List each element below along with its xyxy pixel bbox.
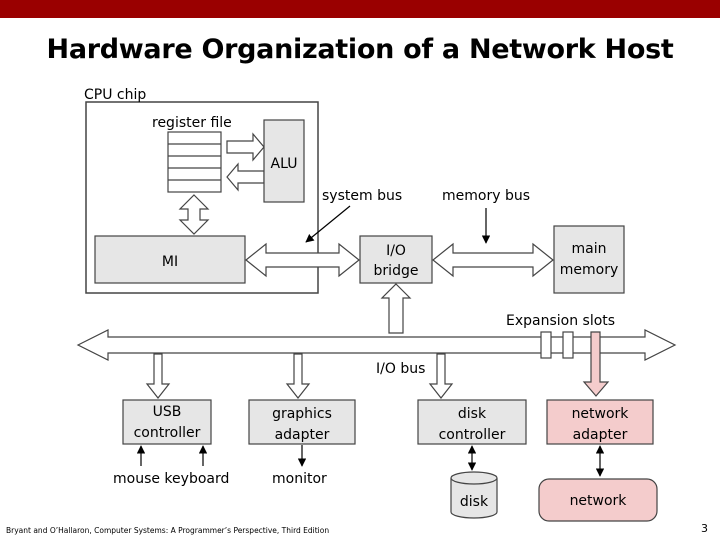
- usb-controller-box: [122, 399, 212, 445]
- network-box: [538, 478, 658, 522]
- bus-to-network-adapter-arrow: [582, 331, 610, 397]
- graphics-adapter-label-line1: graphics: [272, 406, 332, 422]
- graphics-adapter-label-line2: adapter: [275, 427, 330, 443]
- usb-controller-label-line1: USB: [153, 404, 182, 420]
- bus-to-usb-arrow: [145, 353, 171, 399]
- memory-bus-label: memory bus: [442, 188, 530, 204]
- mouse-keyboard-label: mouse keyboard: [113, 471, 229, 487]
- bridge-io-bus-arrow: [380, 283, 412, 334]
- io-bridge-box: [359, 235, 433, 284]
- alu-to-regfile-arrow: [226, 162, 265, 192]
- register-file: [167, 131, 222, 193]
- network-label: network: [570, 493, 628, 509]
- expansion-slot-2: [562, 331, 574, 359]
- system-bus-arrow: [245, 242, 360, 278]
- disk-label: disk: [460, 494, 489, 510]
- network-adapter-label-line2: adapter: [573, 427, 628, 443]
- mi-box: [94, 235, 246, 284]
- alu-label: ALU: [271, 156, 298, 172]
- memory-bus-arrow: [432, 242, 554, 278]
- expansion-slots-label: Expansion slots: [506, 313, 615, 329]
- graphics-adapter-box: [248, 399, 356, 445]
- mi-label: MI: [162, 254, 178, 270]
- alu-box: [263, 119, 305, 203]
- io-bridge-label-line1: I/O: [386, 243, 406, 259]
- network-adapter-box: [546, 399, 654, 445]
- network-adapter-label-line1: network: [572, 406, 630, 422]
- io-bridge-label-line2: bridge: [374, 263, 419, 279]
- register-file-label: register file: [152, 115, 232, 131]
- cpu-chip-label: CPU chip: [84, 87, 146, 103]
- slide-title: Hardware Organization of a Network Host: [46, 34, 674, 65]
- regfile-mi-arrow: [178, 194, 210, 235]
- expansion-slot-1: [540, 331, 552, 359]
- monitor-label: monitor: [272, 471, 327, 487]
- disk-controller-box: [417, 399, 527, 445]
- bus-to-graphics-arrow: [285, 353, 311, 399]
- system-bus-label: system bus: [322, 188, 402, 204]
- main-memory-label-line1: main: [572, 241, 607, 257]
- disk-cylinder: [450, 471, 498, 519]
- io-bus-label: I/O bus: [376, 361, 425, 377]
- main-memory-box: [553, 225, 625, 294]
- usb-controller-label-line2: controller: [134, 425, 201, 441]
- disk-controller-label-line1: disk: [458, 406, 487, 422]
- regfile-to-alu-arrow: [226, 132, 265, 162]
- footer-credit: Bryant and O’Hallaron, Computer Systems:…: [6, 526, 330, 535]
- header-bar: [0, 0, 720, 18]
- page-number: 3: [701, 522, 708, 535]
- bus-to-disk-controller-arrow: [428, 353, 454, 399]
- system-bus-pointer: [305, 205, 351, 243]
- io-bus-arrow: [76, 329, 677, 361]
- disk-controller-label-line2: controller: [439, 427, 506, 443]
- main-memory-label-line2: memory: [560, 262, 619, 278]
